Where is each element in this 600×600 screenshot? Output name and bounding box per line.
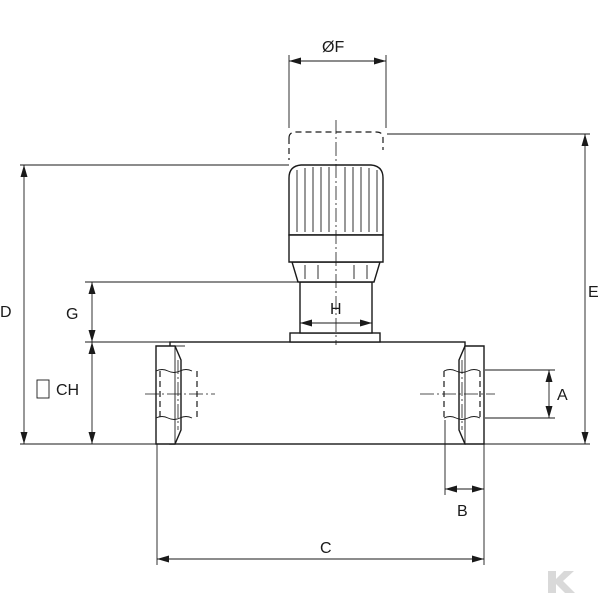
- dimension-a: [545, 370, 553, 418]
- dimension-d: [20, 165, 28, 444]
- dimension-ch: [88, 342, 96, 444]
- dimension-g: [88, 282, 96, 342]
- adjustment-knob: [288, 120, 384, 345]
- label-a: A: [557, 387, 568, 404]
- kramp-logo-mark: [548, 571, 575, 593]
- label-diameter-f: ØF: [322, 39, 344, 56]
- label-e: E: [588, 284, 599, 301]
- label-c: C: [320, 540, 332, 557]
- label-ch: CH: [56, 382, 79, 399]
- label-ch-group: CH: [36, 379, 79, 399]
- knurl-lines: [296, 167, 378, 279]
- square-icon: [36, 379, 50, 399]
- dimension-e: [581, 134, 589, 444]
- label-d: D: [0, 304, 12, 321]
- dimension-b: [445, 485, 484, 493]
- kramp-logo: [548, 571, 575, 593]
- label-h: H: [330, 301, 342, 318]
- label-g: G: [66, 306, 78, 323]
- dimension-c: [157, 555, 484, 563]
- extension-lines: [20, 55, 590, 565]
- label-b: B: [457, 503, 468, 520]
- dimension-f: [289, 57, 386, 65]
- dimension-h: [300, 319, 372, 327]
- valve-body: [145, 341, 495, 445]
